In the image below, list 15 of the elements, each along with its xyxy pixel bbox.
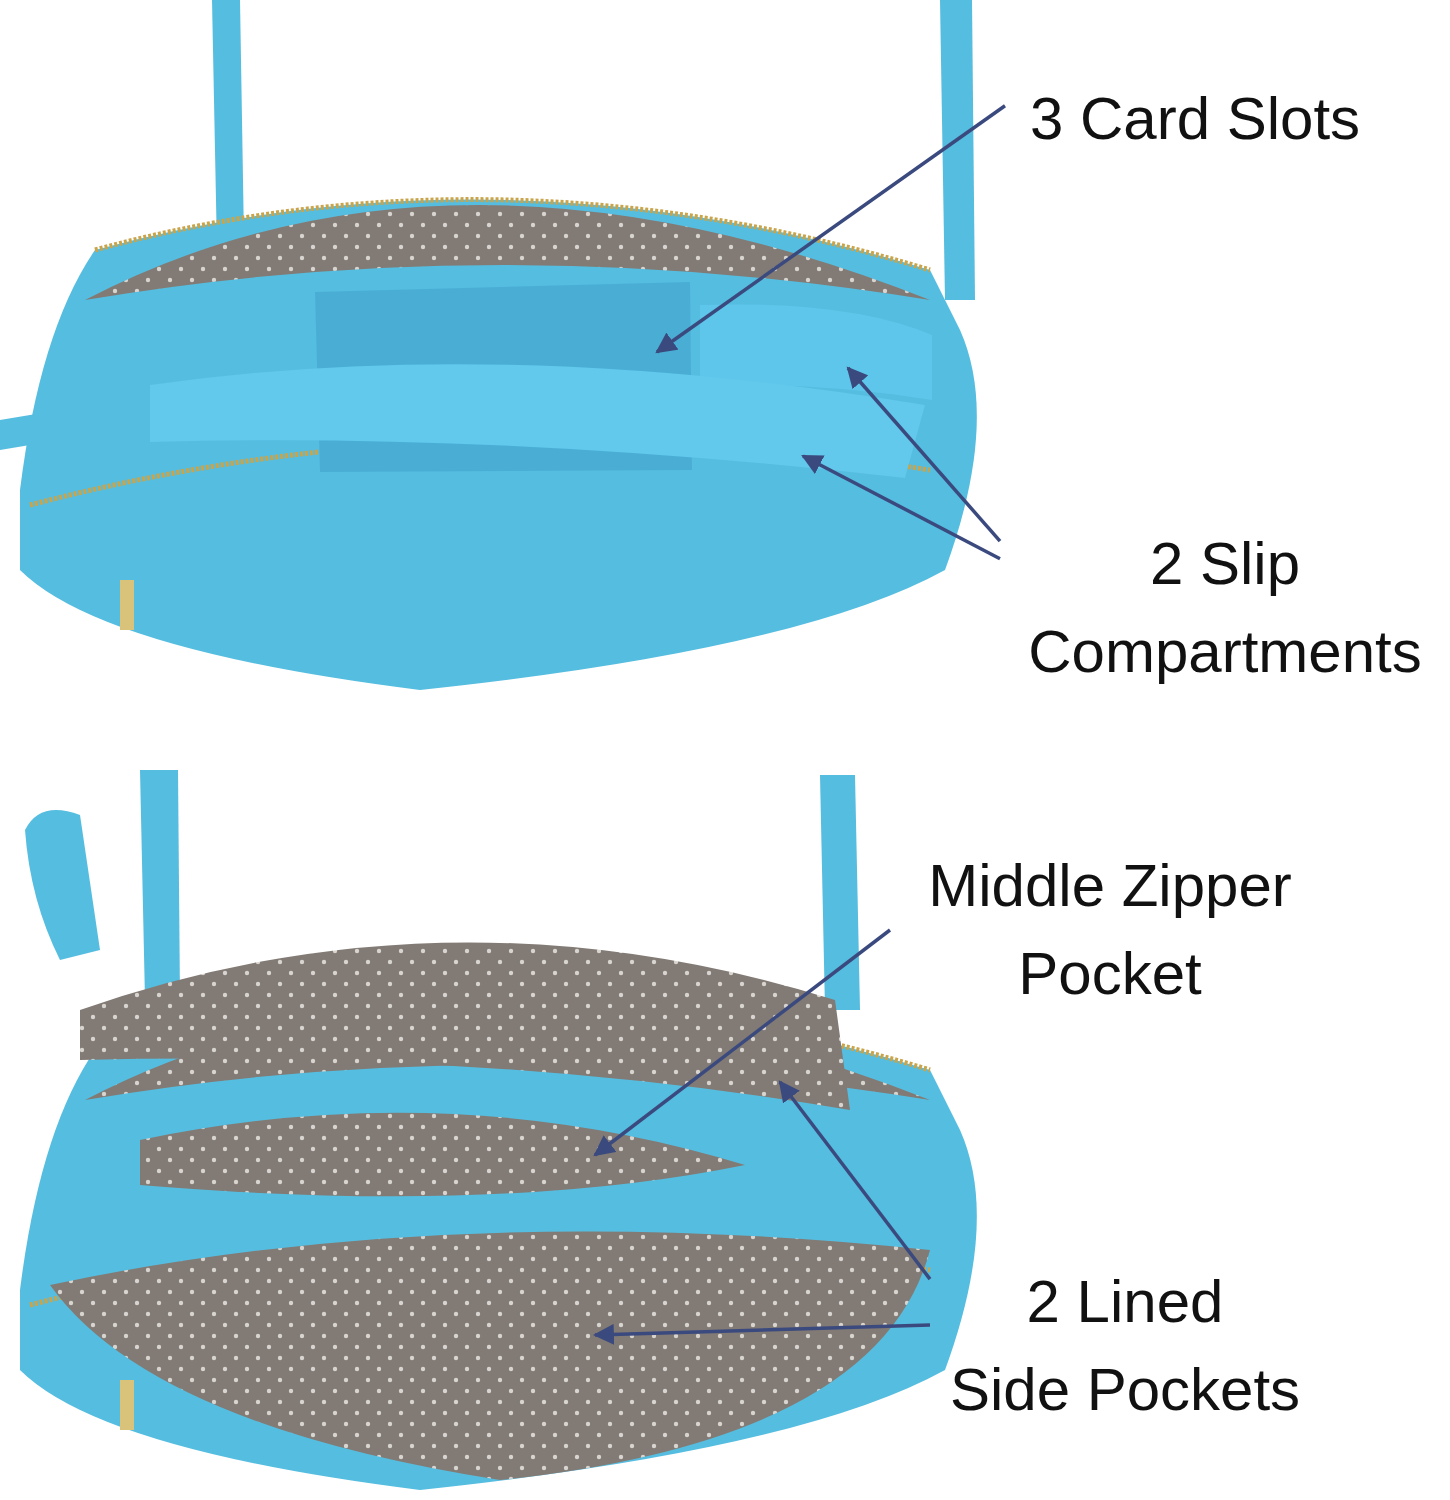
leader-arrow <box>655 104 1006 354</box>
slip-compartment <box>150 364 925 478</box>
leader-arrow <box>846 366 1002 543</box>
leader-arrow <box>592 1323 931 1345</box>
callout-label: 3 Card Slots <box>1029 85 1361 152</box>
callout-label: Middle Zipper Pocket <box>928 852 1292 1007</box>
leader-arrow <box>593 928 892 1157</box>
zipper-pocket-lining <box>140 1112 745 1197</box>
callout-label: 2 Lined Side Pockets <box>949 1268 1301 1423</box>
side-pocket-lining <box>50 1231 930 1480</box>
side-pocket-lining <box>80 942 850 1110</box>
slip-compartment <box>700 304 932 400</box>
callout-label: 2 Slip Compartments <box>1028 530 1422 685</box>
leader-arrow <box>801 454 1001 561</box>
leader-arrow <box>778 1080 932 1281</box>
